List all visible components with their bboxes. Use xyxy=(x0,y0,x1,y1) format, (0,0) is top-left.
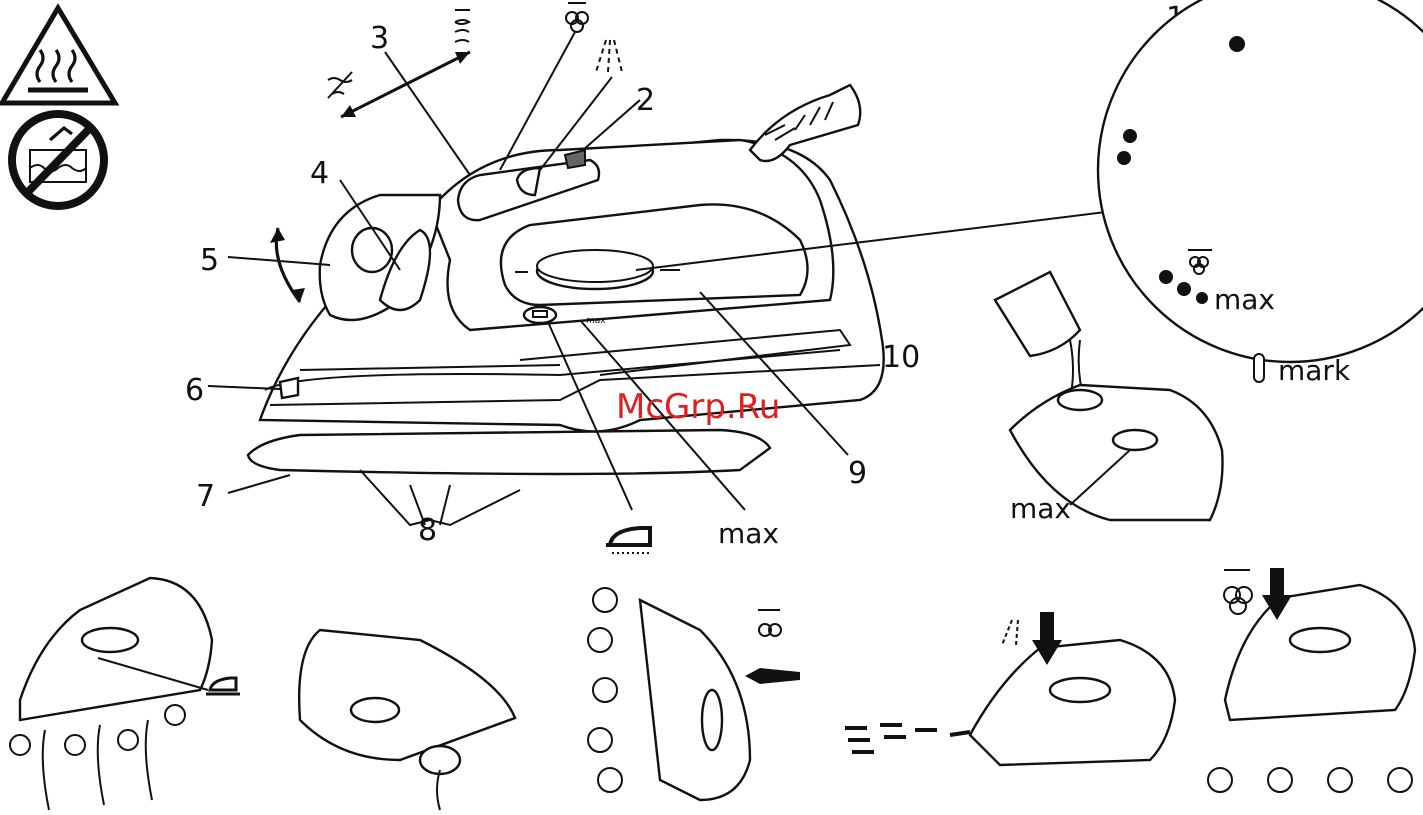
steam-icon xyxy=(455,10,470,42)
label-max-main: max xyxy=(718,517,779,550)
iron-self-clean xyxy=(299,630,515,810)
label-9: 9 xyxy=(848,456,867,491)
no-steam-icon xyxy=(328,72,352,98)
label-6: 6 xyxy=(185,373,204,408)
no-immersion-icon xyxy=(12,114,104,206)
label-7: 7 xyxy=(196,479,215,514)
label-8: 8 xyxy=(418,513,437,548)
label-2: 2 xyxy=(636,83,655,118)
label-10: 10 xyxy=(882,340,920,375)
label-3: 3 xyxy=(370,21,389,56)
main-iron xyxy=(248,85,884,525)
hot-surface-warning-icon xyxy=(2,8,115,103)
mark-icon xyxy=(1254,354,1264,382)
spray-icon xyxy=(596,40,622,72)
label-5: 5 xyxy=(200,243,219,278)
iron-steam-burst xyxy=(1208,568,1415,792)
vertical-steam-icon xyxy=(566,3,588,32)
dial-max-label: max xyxy=(1214,283,1275,316)
iron-vertical-steam xyxy=(588,588,800,800)
label-4: 4 xyxy=(310,156,329,191)
mark-label: mark xyxy=(1278,354,1351,387)
iron-spray xyxy=(845,612,1175,765)
filling-max-label: max xyxy=(1010,492,1071,525)
iron-steam-ironing xyxy=(10,578,240,810)
ironing-steam-icon xyxy=(606,528,652,553)
watermark: McGrp.Ru xyxy=(616,387,780,427)
label-max-small: max xyxy=(586,316,606,326)
